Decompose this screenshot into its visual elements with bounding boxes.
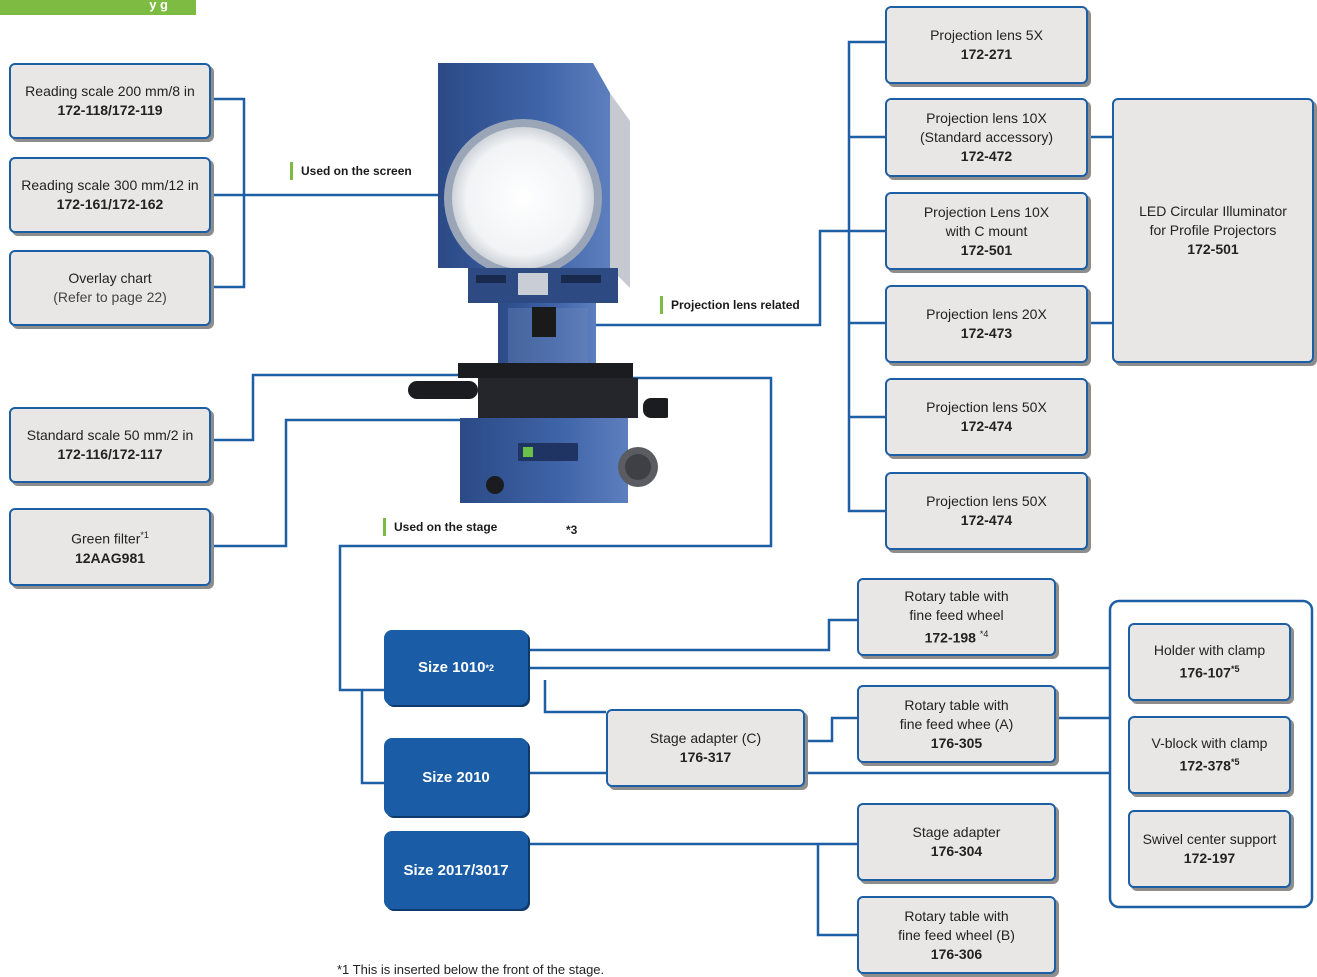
- stage-adapter-box: Stage adapter 176-304: [857, 803, 1056, 881]
- item-sup: *5: [1230, 757, 1240, 768]
- item-name-text: Green filter: [71, 530, 141, 547]
- standard-scale-box: Standard scale 50 mm/2 in 172-116/172-11…: [9, 407, 211, 483]
- item-number: 172-271: [960, 46, 1013, 62]
- item-name: Rotary table with: [904, 587, 1009, 604]
- tag-used-on-screen: Used on the screen: [290, 162, 412, 180]
- projection-lens-5x-box: Projection lens 5X 172-271: [885, 6, 1088, 84]
- item-number: 172-118/172-119: [57, 102, 163, 118]
- tag-used-on-stage: Used on the stage: [383, 518, 497, 536]
- item-note: (Refer to page 22): [53, 289, 167, 305]
- item-name: Projection lens 5X: [930, 27, 1043, 43]
- item-number: 172-473: [960, 325, 1013, 341]
- item-name: Standard scale 50 mm/2 in: [26, 427, 194, 443]
- item-name: LED Circular Illuminator: [1139, 203, 1287, 219]
- swivel-center-support-box: Swivel center support 172-197: [1128, 810, 1291, 888]
- item-name: Projection lens 50X: [926, 493, 1047, 509]
- item-name: Rotary table with: [904, 696, 1009, 713]
- section-header-tab: y g: [0, 0, 196, 15]
- item-name: Reading scale 300 mm/12 in: [21, 177, 199, 193]
- projection-lens-20x-box: Projection lens 20X 172-473: [885, 285, 1088, 363]
- item-name-2: fine feed wheel: [909, 606, 1004, 623]
- item-name: V-block with clamp: [1151, 735, 1268, 752]
- item-name: Projection lens 50X: [926, 399, 1047, 415]
- item-name-2: fine feed wheel (B): [898, 926, 1015, 943]
- size-label: Size 2017/3017: [403, 861, 509, 879]
- item-number: 176-317: [679, 749, 732, 765]
- item-sup: *1: [140, 530, 149, 541]
- size-label: Size 1010: [417, 659, 486, 676]
- stage-adapter-c-box: Stage adapter (C) 176-317: [606, 709, 805, 787]
- projection-lens-50x-box: Projection lens 50X 172-474: [885, 378, 1088, 456]
- led-illuminator-box: LED Circular Illuminator for Profile Pro…: [1112, 98, 1314, 363]
- item-number: 172-161/172-162: [56, 196, 164, 212]
- projection-lens-10x-box: Projection lens 10X (Standard accessory)…: [885, 98, 1088, 177]
- item-sup: *4: [979, 628, 989, 639]
- item-name: Holder with clamp: [1153, 642, 1266, 659]
- profile-projector-image: [408, 63, 668, 503]
- projection-lens-10x-cmount-box: Projection Lens 10X with C mount 172-501: [885, 192, 1088, 270]
- size-2017-3017-block: Size 2017/3017: [384, 831, 528, 909]
- item-number: 172-472: [960, 148, 1013, 164]
- item-name-2: for Profile Projectors: [1149, 222, 1277, 238]
- item-number: 172-501: [1187, 241, 1239, 257]
- item-number: 176-305: [930, 734, 983, 751]
- item-name: Projection Lens 10X: [923, 203, 1050, 220]
- footnote-1: *1 This is inserted below the front of t…: [337, 962, 605, 977]
- section-header-label: y g: [149, 0, 168, 12]
- item-name: Projection lens 10X: [926, 110, 1047, 126]
- reading-scale-200-box: Reading scale 200 mm/8 in 172-118/172-11…: [9, 63, 211, 139]
- size-1010-block: Size 1010*2: [384, 630, 528, 705]
- item-number: 172-501: [960, 241, 1013, 258]
- item-number: 172-474: [960, 418, 1013, 434]
- holder-with-clamp-box: Holder with clamp 176-107*5: [1128, 623, 1291, 701]
- rotary-table-172-198-box: Rotary table with fine feed wheel 172-19…: [857, 578, 1056, 656]
- item-name: Projection lens 20X: [926, 306, 1047, 322]
- item-sup: *5: [1230, 664, 1240, 675]
- rotary-table-b-box: Rotary table with fine feed wheel (B) 17…: [857, 896, 1056, 974]
- size-label: Size 2010: [422, 768, 490, 786]
- item-name: Swivel center support: [1142, 831, 1277, 847]
- item-name-2: (Standard accessory): [919, 129, 1054, 145]
- item-name: Reading scale 200 mm/8 in: [25, 83, 195, 99]
- item-name: Stage adapter (C): [649, 730, 762, 746]
- green-filter-box: Green filter*1 12AAG981: [9, 508, 211, 586]
- item-name-2: with C mount: [945, 222, 1028, 239]
- reading-scale-300-box: Reading scale 300 mm/12 in 172-161/172-1…: [9, 157, 211, 233]
- item-name: Green filter*1: [71, 526, 149, 549]
- item-number: 172-198: [924, 629, 976, 646]
- tag-projection-lens-related: Projection lens related: [660, 296, 808, 314]
- item-number: 172-378: [1179, 757, 1231, 774]
- item-number: 172-116/172-117: [57, 446, 163, 462]
- item-number: 176-306: [930, 945, 983, 962]
- item-number: 172-474: [960, 512, 1013, 528]
- item-name-2: fine feed whee (A): [899, 715, 1014, 732]
- item-name: Overlay chart: [68, 270, 152, 286]
- item-number: 12AAG981: [74, 549, 146, 566]
- overlay-chart-box: Overlay chart (Refer to page 22): [9, 250, 211, 326]
- item-number: 176-304: [930, 843, 983, 859]
- rotary-table-a-box: Rotary table with fine feed whee (A) 176…: [857, 685, 1056, 763]
- item-name: Stage adapter: [912, 824, 1001, 840]
- item-number: 176-107: [1179, 664, 1231, 681]
- size-sup: *2: [485, 662, 495, 673]
- projection-lens-50x-box-2: Projection lens 50X 172-474: [885, 472, 1088, 550]
- item-name: Rotary table with: [904, 907, 1009, 924]
- size-2010-block: Size 2010: [384, 738, 528, 816]
- item-number: 172-197: [1183, 850, 1236, 866]
- footnote-mark-3: *3: [566, 523, 578, 537]
- v-block-with-clamp-box: V-block with clamp 172-378*5: [1128, 716, 1291, 794]
